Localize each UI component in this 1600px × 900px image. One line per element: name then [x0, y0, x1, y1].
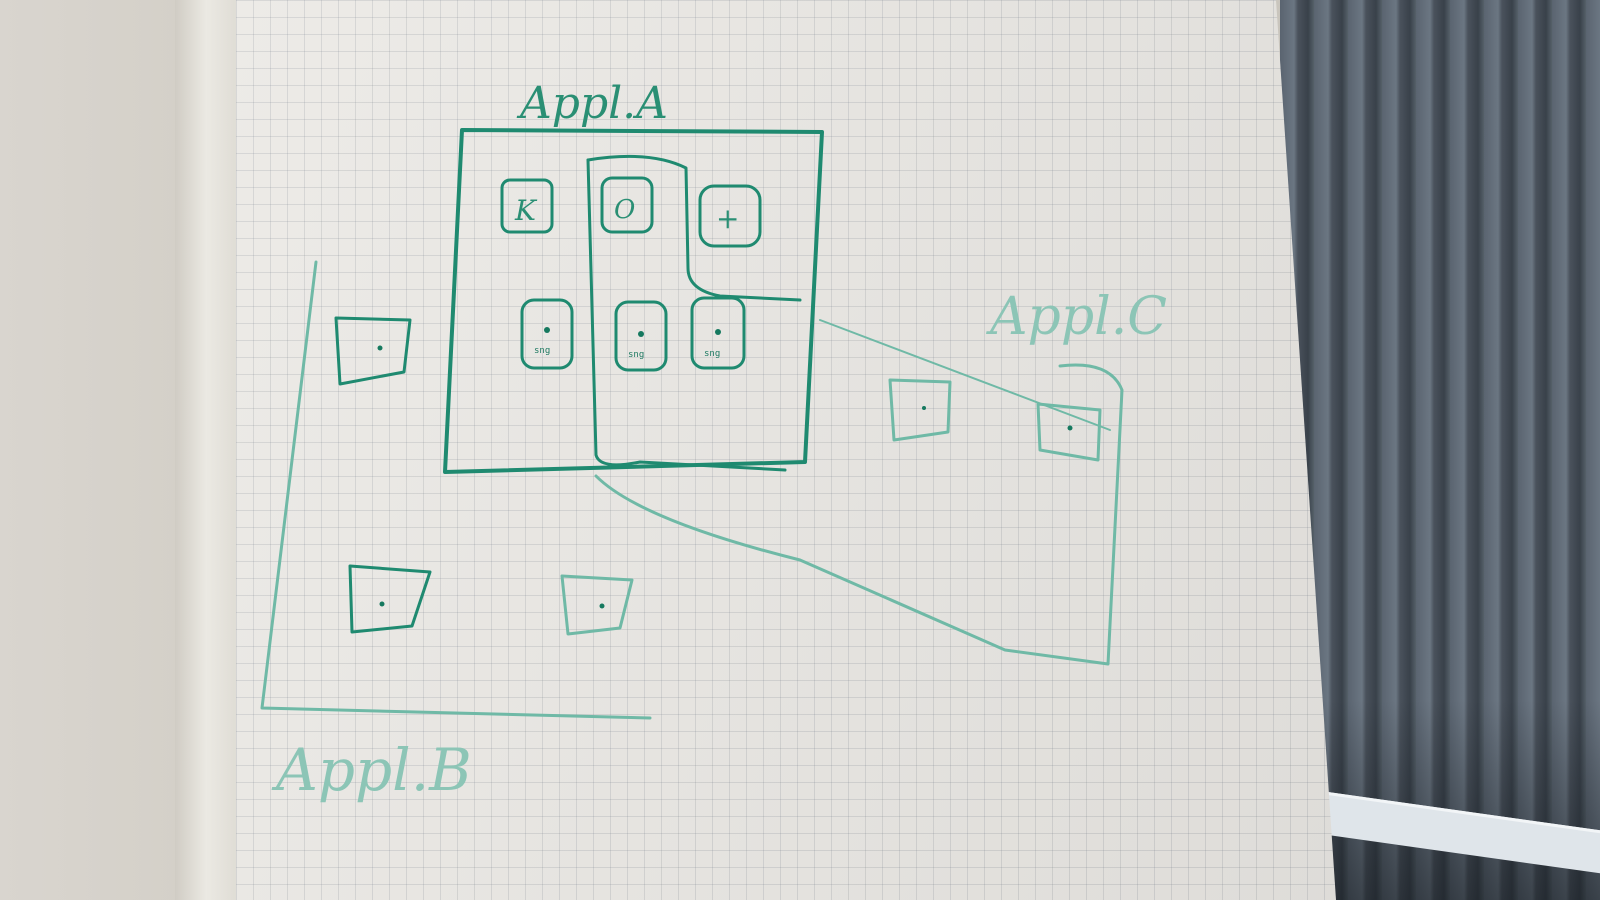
svg-text:sng: sng [704, 349, 720, 359]
svg-text:sng: sng [534, 346, 550, 356]
appl-c-icon-left [888, 378, 952, 442]
icon-o: O [600, 176, 654, 234]
appl-c-region [594, 363, 1124, 666]
icon-plus: + [698, 184, 762, 248]
flipchart-back-sheets [175, 0, 245, 900]
appl-b-icon-bottom-right [560, 574, 634, 636]
appl-c-icon-right [1036, 402, 1102, 462]
flipchart-sheet [236, 0, 1336, 900]
icon-sng-1: sng [520, 298, 574, 370]
appl-b-region [260, 260, 652, 720]
appl-c-label: Appl.C [986, 287, 1167, 347]
svg-text:sng: sng [628, 350, 644, 360]
svg-text:O: O [614, 195, 635, 225]
appl-a-inner-column [586, 154, 802, 302]
flipchart-shading [236, 0, 1336, 900]
icon-k: K [500, 178, 554, 234]
appl-a-box [443, 128, 824, 474]
svg-text:+: + [716, 202, 739, 235]
appl-b-label: Appl.B [271, 736, 472, 804]
appl-a-label: Appl.A [516, 78, 668, 129]
appl-b-icon-top [334, 316, 412, 386]
appl-c-connector [819, 319, 1111, 431]
icon-sng-3: sng [690, 296, 746, 370]
appl-a-inner-column-lower [586, 158, 787, 472]
appl-b-icon-bottom-left [348, 564, 432, 634]
icon-sng-2: sng [614, 300, 668, 372]
svg-text:K: K [514, 194, 538, 227]
